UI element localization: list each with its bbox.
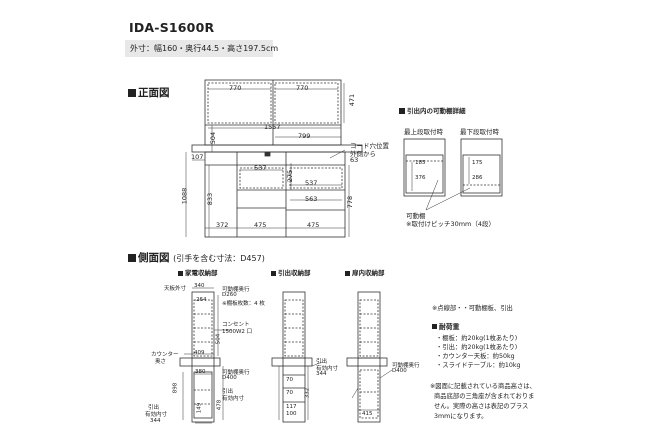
outlet-detail: 1500W2 口 xyxy=(222,329,253,335)
drawer-detail-title: 引出内の可動棚詳細 xyxy=(399,105,466,115)
bullet-square-icon xyxy=(432,324,437,329)
door-depth-value: D400 xyxy=(392,368,407,374)
section-square-icon xyxy=(345,271,350,276)
base-cabinet xyxy=(204,151,346,238)
drawer-col-1: 70 xyxy=(286,390,293,396)
drawer-detail-left xyxy=(403,138,446,197)
side-dim-340: 340 xyxy=(194,283,205,289)
dim-770-left: 770 xyxy=(229,84,242,92)
drawer-detail-right-caption: 最下段取付時 xyxy=(460,128,499,136)
dim-537-bottom: 537 xyxy=(305,179,318,187)
shelf-depth-label-2: 可動棚奥行 xyxy=(222,370,250,376)
dim-833: 833 xyxy=(206,192,215,206)
appliance-side-outline xyxy=(191,291,215,423)
drawer-inner-label: 引出 xyxy=(222,389,234,395)
shelf-note: ※取付けピッチ30mm（4段） xyxy=(406,220,496,228)
dim-770-right: 770 xyxy=(296,84,309,92)
shelf-count: ※棚板枚数：4 枚 xyxy=(222,301,265,307)
disclaimer-2: せん。実際の高さは表記のプラス xyxy=(434,403,529,410)
drawer-detail-right xyxy=(460,138,503,197)
side-dim-409: 409 xyxy=(194,350,205,356)
drawer-side-label-2: 有効内寸 xyxy=(316,366,339,372)
dim-537-top: 537 xyxy=(254,164,267,172)
dim-1557: 1557 xyxy=(264,123,281,131)
shelf-depth-label: 可動棚奥行 xyxy=(222,287,250,293)
side-dim-344: 344 xyxy=(150,418,161,424)
detail-left-376: 376 xyxy=(415,175,426,181)
dim-563: 563 xyxy=(305,195,318,203)
dimensions-bar xyxy=(125,40,273,57)
detail-left-185: 185 xyxy=(415,160,426,166)
drawer-label: 引出 xyxy=(148,405,160,411)
dimensions-text: 外寸：幅160・奥行44.5・高さ197.5cm xyxy=(130,44,279,53)
shelf-depth-value-2: D400 xyxy=(222,375,237,381)
side-dim-149: 149 xyxy=(196,402,203,414)
detail-right-286: 286 xyxy=(472,175,483,181)
disclaimer-1: 商品底部の三角座が含まれておりま xyxy=(434,393,535,400)
door-section-title: 扉内収納部 xyxy=(345,267,385,277)
load-title: 耐荷重 xyxy=(432,323,459,332)
dim-475-a: 475 xyxy=(254,221,267,229)
legend-note: ※点線部・・可動棚板、引出 xyxy=(432,305,513,312)
load-item-2: ・カウンター天板：約50kg xyxy=(436,353,515,360)
outlet-label: コンセント xyxy=(222,322,250,328)
load-item-1: ・引出：約20kg(1枚あたり) xyxy=(436,344,518,351)
section-square-icon xyxy=(128,254,136,262)
counter-label-2: 奥さ xyxy=(155,359,167,365)
model-name: IDA-S1600R xyxy=(129,20,215,35)
drawer-label-2: 有効内寸 xyxy=(145,412,168,418)
side-dim-898: 898 xyxy=(172,382,179,394)
drawer-col-3: 100 xyxy=(286,411,297,417)
side-view-title: 側面図 (引手を含む寸法：D457) xyxy=(128,250,265,265)
dim-504: 504 xyxy=(209,131,218,145)
load-item-3: ・スライドテーブル：約10kg xyxy=(436,362,521,369)
door-dim-415: 415 xyxy=(362,411,373,417)
dim-372: 372 xyxy=(216,221,229,229)
shelf-depth-value: D260 xyxy=(222,292,237,298)
door-depth-label: 可動棚奥行 xyxy=(392,363,420,369)
disclaimer-0: ※図面に記載されている商品高さは、 xyxy=(430,383,536,390)
drawer-side-outline xyxy=(282,291,306,423)
side-dim-478: 478 xyxy=(216,399,223,411)
dim-471: 471 xyxy=(348,93,357,107)
drawer-side-344: 344 xyxy=(316,371,327,377)
drawer-detail-left-caption: 最上段取付時 xyxy=(404,128,443,136)
drawer-inner-label-2: 有効内寸 xyxy=(222,396,245,402)
dim-107: 107 xyxy=(191,153,204,161)
dim-1088: 1088 xyxy=(180,187,189,205)
section-square-icon xyxy=(399,108,405,114)
dim-475-b: 475 xyxy=(307,221,320,229)
drawer-col-0: 70 xyxy=(286,377,293,383)
load-item-0: ・棚板：約20kg(1枚あたり) xyxy=(436,335,518,342)
shelf-label: 可動棚 xyxy=(406,212,426,220)
drawer-side-label: 引出 xyxy=(316,359,328,365)
side-dim-264: 264 xyxy=(196,297,207,303)
tenban-label: 天板外寸 xyxy=(164,286,187,292)
drawer-section-title: 引出収納部 xyxy=(271,267,311,277)
cord-hole-label-2: 外側から xyxy=(350,150,376,158)
cord-hole-label: コード穴位置 xyxy=(350,142,389,150)
dim-799: 799 xyxy=(298,132,311,140)
counter-top xyxy=(191,144,363,153)
dim-63: 63 xyxy=(350,156,359,164)
side-dim-504: 504 xyxy=(215,333,222,345)
section-square-icon xyxy=(271,271,276,276)
section-square-icon xyxy=(128,89,136,97)
front-view-title: 正面図 xyxy=(128,85,170,100)
dim-778: 778 xyxy=(346,195,355,209)
door-side-outline xyxy=(357,291,381,423)
section-square-icon xyxy=(178,271,183,276)
appliance-section-title: 家電収納部 xyxy=(178,267,218,277)
side-dim-332: 332 xyxy=(304,387,311,399)
detail-right-175: 175 xyxy=(472,160,483,166)
side-dim-380: 380 xyxy=(195,369,206,375)
disclaimer-3: 3mmになります。 xyxy=(434,413,488,420)
counter-label: カウンター xyxy=(151,352,179,358)
drawer-col-2: 117 xyxy=(286,404,297,410)
dim-275: 275 xyxy=(286,169,295,183)
